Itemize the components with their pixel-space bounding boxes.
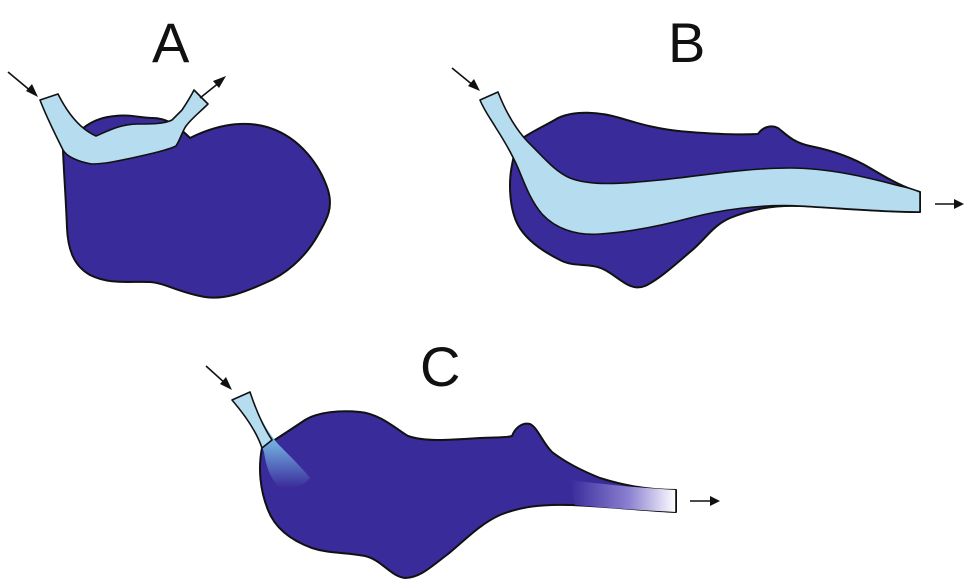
panel-c: C [206,335,720,578]
inflow-arrow-icon [452,68,480,91]
outflow-arrow-icon [690,496,720,506]
inlet-channel-c [232,392,272,448]
outflow-arrow-icon [200,76,226,98]
panel-label-b: B [668,11,705,74]
panel-label-a: A [152,11,190,74]
inflow-arrow-icon [206,366,232,390]
panel-label-c: C [420,335,460,398]
panel-a: A [8,11,330,298]
inflow-arrow-icon [8,72,38,97]
outflow-arrow-icon [935,199,964,209]
panel-b: B [452,11,964,287]
